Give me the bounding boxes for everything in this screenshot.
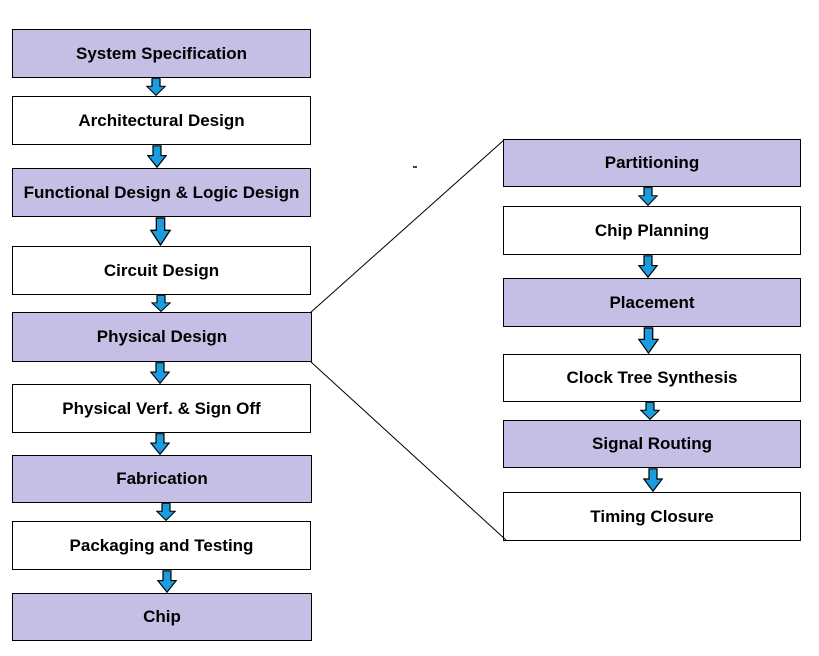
down-arrow-icon: [638, 255, 658, 278]
flow-box-chip: Chip: [12, 593, 312, 641]
down-arrow-icon: [638, 327, 659, 354]
flow-box-placement: Placement: [503, 278, 801, 327]
flow-box-label: Placement: [609, 292, 695, 312]
flow-box-circuit-design: Circuit Design: [12, 246, 311, 295]
flow-box-system-specification: System Specification: [12, 29, 311, 78]
down-arrow-icon: [150, 433, 170, 455]
flow-box-chip-planning: Chip Planning: [503, 206, 801, 255]
flow-box-label: Partitioning: [604, 153, 700, 173]
flow-box-label: Fabrication: [116, 469, 208, 489]
flow-box-label: Architectural Design: [78, 110, 245, 130]
flow-box-label: Packaging and Testing: [69, 535, 254, 555]
connector-line-top: [309, 139, 505, 314]
down-arrow-icon: [146, 78, 166, 96]
down-arrow-icon: [638, 187, 658, 206]
flow-box-label: Functional Design & Logic Design: [23, 182, 300, 202]
flow-box-label: System Specification: [75, 43, 247, 63]
flow-box-label: Clock Tree Synthesis: [566, 368, 738, 388]
down-arrow-icon: [147, 145, 167, 168]
down-arrow-icon: [640, 402, 660, 420]
flow-box-signal-routing: Signal Routing: [503, 420, 801, 468]
connector-line-bottom: [310, 361, 507, 541]
flow-box-timing-closure: Timing Closure: [503, 492, 801, 541]
down-arrow-icon: [157, 570, 177, 593]
down-arrow-icon: [156, 503, 176, 521]
flow-box-architectural-design: Architectural Design: [12, 96, 311, 145]
flow-box-label: Timing Closure: [590, 506, 714, 526]
down-arrow-icon: [150, 362, 170, 384]
down-arrow-icon: [643, 468, 663, 492]
down-arrow-icon: [151, 295, 171, 312]
flow-box-label: Physical Verf. & Sign Off: [62, 398, 261, 418]
flow-box-fabrication: Fabrication: [12, 455, 312, 503]
flow-box-label: Chip Planning: [594, 220, 710, 240]
flow-box-label: Circuit Design: [103, 260, 220, 280]
flow-box-packaging-and-testing: Packaging and Testing: [12, 521, 311, 570]
down-arrow-icon: [150, 217, 171, 246]
flow-box-partitioning: Partitioning: [503, 139, 801, 187]
flow-box-label: Chip: [143, 607, 181, 627]
flow-box-label: Signal Routing: [592, 434, 712, 454]
flow-box-clock-tree-synthesis: Clock Tree Synthesis: [503, 354, 801, 402]
flow-box-label: Physical Design: [96, 327, 228, 347]
flow-box-physical-design: Physical Design: [12, 312, 312, 362]
flow-box-physical-verification-sign-off: Physical Verf. & Sign Off: [12, 384, 311, 433]
flow-box-functional-logic-design: Functional Design & Logic Design: [12, 168, 311, 217]
